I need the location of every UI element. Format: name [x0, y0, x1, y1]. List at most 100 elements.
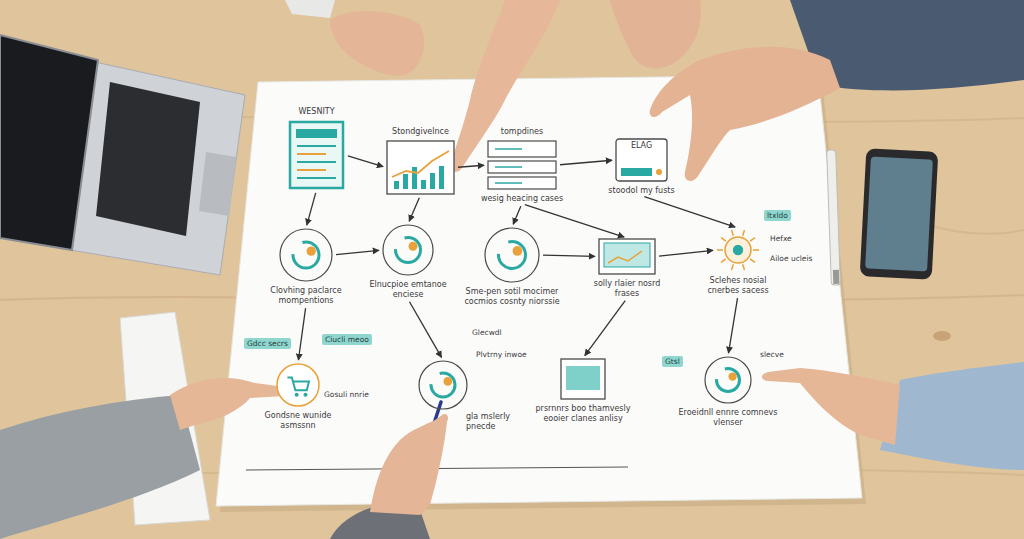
- hand: [610, 0, 701, 68]
- box-stroke: [495, 166, 522, 168]
- sun-ray: [721, 259, 726, 263]
- wood-knot: [933, 331, 951, 341]
- node-label: Gondsne wunide asmssnn: [253, 411, 343, 430]
- cart-symbol: [287, 378, 309, 391]
- circle-outline: [383, 225, 433, 275]
- circle-inner-arc: [431, 373, 455, 397]
- annotation-label: Gdcc secrs: [244, 338, 291, 349]
- chart-bar: [421, 180, 426, 189]
- pointing-hand: [450, 0, 560, 172]
- laptop-base: [70, 62, 245, 275]
- circle-dot: [728, 372, 736, 380]
- node-icon: [288, 120, 345, 190]
- chart-bar: [403, 174, 408, 189]
- node-label: ELAG: [631, 141, 652, 151]
- flow-arrow: [409, 198, 419, 221]
- laptop-screen: [0, 35, 98, 250]
- sun-ray: [732, 264, 734, 270]
- circle-node: Sme-pen sotil mocimer cocmios cosnty nio…: [484, 227, 540, 283]
- annotation-label: slecve: [760, 350, 784, 359]
- sleeve: [0, 395, 200, 539]
- sun-ray: [721, 238, 726, 242]
- flow-arrow: [525, 205, 624, 238]
- flow-arrow: [298, 308, 305, 360]
- paper-sheet: [216, 75, 862, 506]
- node-label: prsrnnrs boo thamvesly eooier clanes anl…: [533, 404, 633, 423]
- document-line: [297, 177, 336, 179]
- document-line: [297, 145, 336, 147]
- flow-arrow: [560, 160, 612, 164]
- circle-outline: [485, 228, 539, 282]
- chart-outline: [387, 141, 454, 194]
- sun-ray: [743, 230, 745, 236]
- sun-circle: [725, 237, 751, 263]
- stacked-box-node: tompdineswesig heacing cases: [487, 140, 557, 190]
- monitor-box-node: solly rlaier nosrd frases: [598, 238, 656, 275]
- node-label: Elnucpioe emtanoe enciese: [363, 280, 453, 299]
- hand: [370, 414, 448, 515]
- circle-node: Eroeidnll ennre comnevs vlenser: [704, 356, 752, 404]
- circle-dot: [513, 246, 523, 256]
- board-box-node: prsrnnrs boo thamvesly eooier clanes anl…: [560, 358, 606, 400]
- pen: [827, 150, 841, 285]
- node-label: Eroeidnll ennre comnevs vlenser: [678, 408, 778, 427]
- flow-arrow: [728, 298, 737, 353]
- document-icon-node: WESNITY: [288, 120, 345, 190]
- node-label: Sme-pen sotil mocimer cocmios cosnty nio…: [462, 287, 562, 306]
- pointing-hand: [170, 378, 290, 430]
- node-icon: [276, 363, 320, 407]
- chart-bar: [439, 166, 444, 189]
- node-icon: [704, 356, 752, 404]
- circle-outline: [705, 357, 751, 403]
- document-line: [297, 161, 336, 163]
- circle-inner-arc: [717, 369, 740, 392]
- node-label: tompdines: [477, 127, 567, 137]
- sun-ray: [753, 249, 759, 251]
- node-icon: [386, 140, 455, 195]
- box-stroke: [495, 148, 522, 150]
- cart-wheel: [303, 393, 307, 397]
- node-icon: [484, 227, 540, 283]
- chart-bar: [430, 173, 435, 189]
- node-icon: [716, 228, 760, 272]
- node-icon: [382, 224, 434, 276]
- board-outline: [561, 359, 605, 399]
- annotation-label: ltxldo: [764, 210, 791, 221]
- smartphone: [860, 148, 939, 280]
- annotation-label: Gosuli nnrie: [324, 390, 369, 399]
- sun-core: [733, 245, 743, 255]
- board-panel: [566, 366, 600, 390]
- monitor-graph: [608, 251, 642, 263]
- stacked-box: [488, 141, 556, 157]
- node-icon: [487, 140, 557, 190]
- circle-inner-arc: [293, 242, 319, 268]
- chart-trend: [392, 151, 449, 177]
- stacked-box: [488, 161, 556, 173]
- chart-bar: [412, 167, 417, 189]
- sun-ray: [717, 249, 723, 251]
- laptop-touchpad: [199, 152, 236, 216]
- flow-arrow: [659, 250, 713, 256]
- sleeve: [880, 362, 1024, 470]
- flow-arrow: [458, 165, 484, 167]
- sun-ray: [743, 264, 745, 270]
- screen-outline: [616, 139, 667, 181]
- cart-circle-node: Gondsne wunide asmssnn: [276, 363, 320, 407]
- node-label: wesig heacing cases: [472, 194, 572, 204]
- node-label: stoodol my fusts: [602, 186, 682, 196]
- circle-node: gla mslerly pnecde: [418, 360, 468, 410]
- sun-circle-node: Sclehes nosial cnerbes sacess: [716, 228, 760, 272]
- document-line: [297, 153, 326, 155]
- annotation-label: Glecwdl: [472, 328, 502, 337]
- document-line: [297, 169, 326, 171]
- node-label: solly rlaier nosrd frases: [582, 279, 672, 298]
- screen-dot: [656, 169, 662, 175]
- circle-outline: [419, 361, 467, 409]
- circle-inner-arc: [499, 242, 526, 269]
- screen-bar: [621, 168, 652, 176]
- circle-dot: [443, 377, 452, 386]
- phone-screen: [865, 156, 933, 271]
- annotation-label: Gtsl: [662, 356, 683, 367]
- annotation-label: Ailoe ucleis: [770, 254, 812, 263]
- monitor-screen: [604, 243, 650, 267]
